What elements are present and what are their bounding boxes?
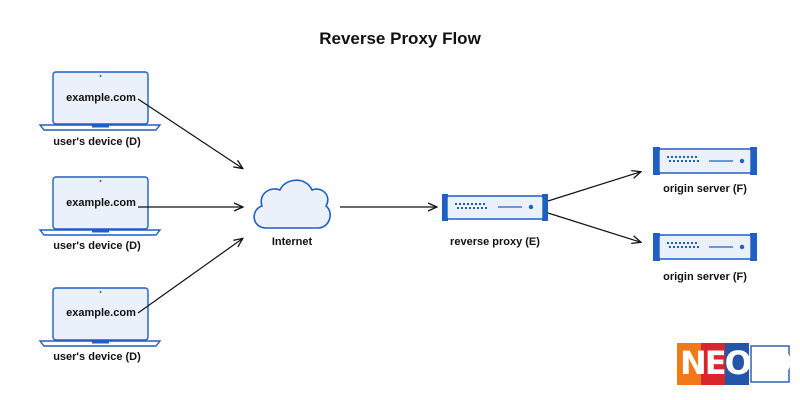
- device-screen-text: example.com: [66, 197, 136, 209]
- origin-server-label: origin server (F): [663, 183, 747, 195]
- device-label: user's device (D): [53, 240, 141, 252]
- laptop-icon: [38, 287, 162, 347]
- device-screen-text: example.com: [66, 307, 136, 319]
- reverse-proxy-server-icon: [442, 194, 548, 221]
- arrow-proxy-to-origin-1: [547, 172, 640, 202]
- watermark-text: NEO79: [680, 344, 792, 382]
- laptop-icon: [38, 71, 162, 131]
- origin-server-icon: [653, 233, 757, 261]
- device-screen-text: example.com: [66, 92, 136, 104]
- cloud-icon: [253, 179, 331, 229]
- reverse-proxy-label: reverse proxy (E): [450, 236, 540, 248]
- diagram-title: Reverse Proxy Flow: [319, 29, 481, 48]
- device-label: user's device (D): [53, 351, 141, 363]
- device-label: user's device (D): [53, 136, 141, 148]
- arrow-device-3-to-internet: [137, 239, 242, 314]
- laptop-icon: [38, 176, 162, 236]
- origin-server-icon: [653, 147, 757, 175]
- arrow-device-1-to-internet: [137, 98, 242, 168]
- internet-label: Internet: [271, 236, 313, 248]
- neo79-logo: [677, 343, 790, 385]
- arrow-proxy-to-origin-2: [547, 212, 640, 242]
- origin-server-label: origin server (F): [663, 271, 747, 283]
